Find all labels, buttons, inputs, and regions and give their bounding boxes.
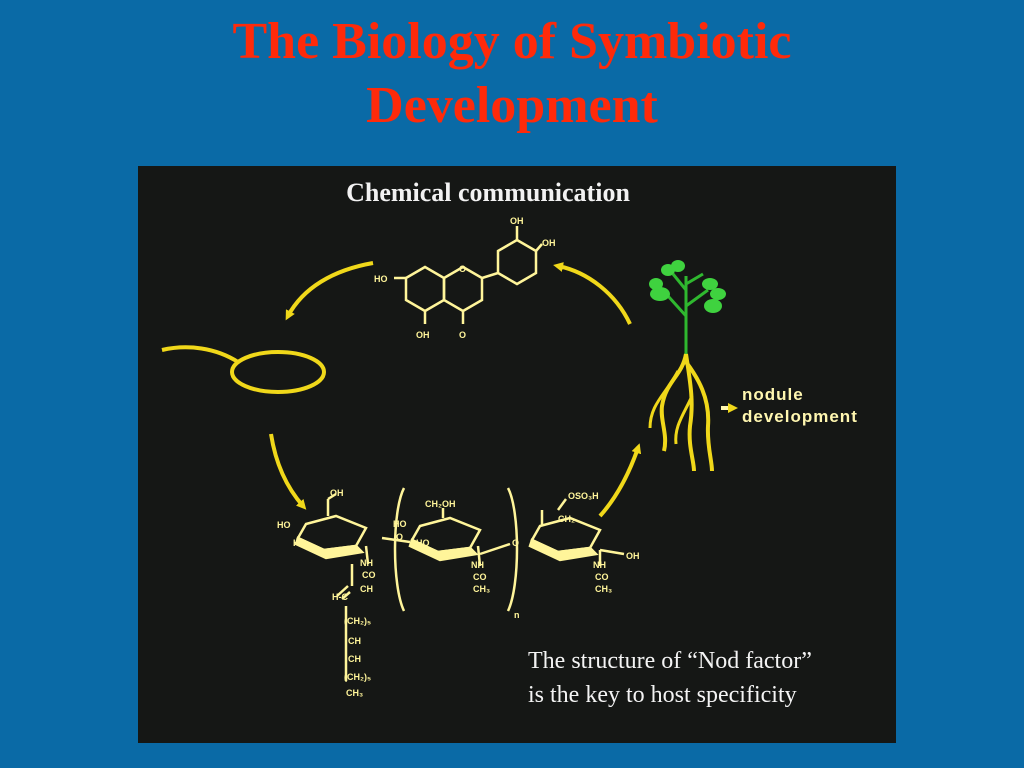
caption-line1: The structure of “Nod factor” bbox=[528, 648, 812, 674]
flavonoid-oh-bottom: OH bbox=[416, 330, 430, 340]
bacterium-icon bbox=[161, 345, 326, 394]
panel-heading: Chemical communication bbox=[346, 178, 630, 207]
flavonoid-o-ring: O bbox=[459, 264, 466, 274]
arrow-nodfactor-to-plant bbox=[598, 443, 642, 518]
nodule-development-label: nodule development bbox=[742, 384, 858, 428]
nodule-label-line1: nodule bbox=[742, 385, 804, 404]
nod-oh-top: OH bbox=[330, 488, 344, 498]
nod-co-3: CO bbox=[595, 572, 609, 582]
nod-ho-2: HO bbox=[293, 538, 307, 548]
nod-ch2-5a: (CH₂)₅ bbox=[344, 616, 371, 626]
nod-nh-1: NH bbox=[360, 558, 373, 568]
slide-title: The Biology of Symbiotic Development bbox=[0, 10, 1024, 138]
flavonoid-oh-right: OH bbox=[542, 238, 556, 248]
flavonoid-oh-top: OH bbox=[510, 216, 524, 226]
nod-co-1: CO bbox=[362, 570, 376, 580]
plant-icon bbox=[648, 260, 726, 472]
arrow-flavonoid-to-bacterium bbox=[285, 261, 374, 321]
nod-ch-b: CH bbox=[348, 654, 361, 664]
nod-o-2: O bbox=[512, 538, 519, 548]
nod-ch-1: CH bbox=[360, 584, 373, 594]
nod-ho-3: HO bbox=[393, 519, 407, 529]
nod-ch-a: CH bbox=[348, 636, 361, 646]
arrow-plant-to-flavonoid bbox=[553, 262, 632, 325]
nod-nh-2: NH bbox=[471, 560, 484, 570]
flavonoid-o-bottom: O bbox=[459, 330, 466, 340]
arrow-bacterium-to-nodfactor bbox=[269, 433, 307, 510]
flavonoid-structure bbox=[394, 226, 543, 324]
slide-title-line2: Development bbox=[366, 77, 658, 134]
nod-o-1: O bbox=[396, 532, 403, 542]
nod-ch3-chain: CH₃ bbox=[346, 688, 363, 698]
nod-factor-structure bbox=[294, 487, 625, 681]
flavonoid-ho-left: HO bbox=[374, 274, 388, 284]
diagram-panel: Chemical communication bbox=[138, 166, 896, 743]
slide-title-line1: The Biology of Symbiotic bbox=[232, 13, 792, 70]
nod-co-2: CO bbox=[473, 572, 487, 582]
nod-nh-3: NH bbox=[593, 560, 606, 570]
cycle-diagram: OH OH HO OH O O bbox=[161, 216, 738, 698]
nod-ch2-5b: (CH₂)₅ bbox=[344, 672, 371, 682]
nod-ho-1: HO bbox=[277, 520, 291, 530]
nod-n-sub: n bbox=[514, 610, 520, 620]
nod-ch2: CH₂ bbox=[558, 514, 575, 524]
nod-oh-end: OH bbox=[626, 551, 640, 561]
caption-line2: is the key to host specificity bbox=[528, 682, 797, 708]
nod-hc: H-C bbox=[332, 592, 348, 602]
nodule-label-line2: development bbox=[742, 407, 858, 426]
caption: The structure of “Nod factor” is the key… bbox=[528, 644, 812, 712]
nod-oso3h: OSO₃H bbox=[568, 491, 599, 501]
nod-ch3-3: CH₃ bbox=[595, 584, 612, 594]
nod-ch2oh: CH₂OH bbox=[425, 499, 456, 509]
nod-ho-4: HO bbox=[416, 538, 430, 548]
nod-ch3-2: CH₃ bbox=[473, 584, 490, 594]
